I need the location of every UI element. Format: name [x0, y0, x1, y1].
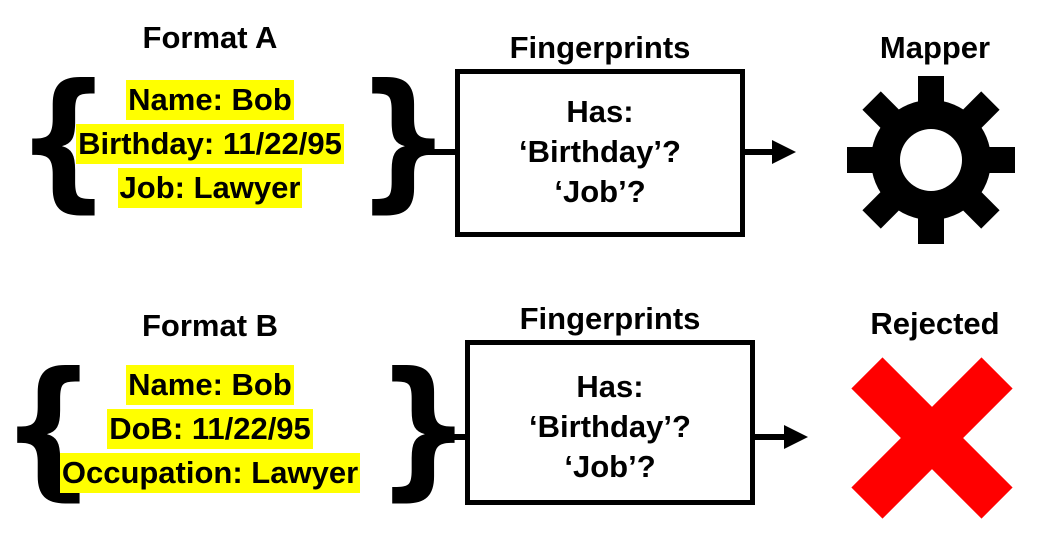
gear-icon	[847, 76, 1015, 244]
field-job: Job: Lawyer	[117, 168, 303, 208]
right-brace-a: }	[355, 53, 452, 227]
rejected-title: Rejected	[870, 306, 1000, 341]
fingerprints-title-a: Fingerprints	[509, 30, 691, 65]
format-b-fields: Name: Bob DoB: 11/22/95 Occupation: Lawy…	[35, 365, 385, 497]
check-job: ‘Job’?	[564, 449, 656, 484]
field-birthday: Birthday: 11/22/95	[76, 124, 344, 164]
check-has: Has:	[576, 369, 644, 404]
field-name: Name: Bob	[126, 365, 294, 405]
check-birthday: ‘Birthday’?	[529, 409, 691, 444]
check-job: ‘Job’?	[554, 174, 646, 209]
fingerprint-box-b: Has: ‘Birthday’? ‘Job’?	[465, 340, 755, 505]
check-has: Has:	[566, 94, 634, 129]
format-a-fields: Name: Bob Birthday: 11/22/95 Job: Lawyer	[50, 80, 370, 212]
arrow-head-b	[784, 425, 808, 449]
right-brace-b: }	[375, 341, 472, 515]
format-a-title: Format A	[142, 20, 278, 55]
field-occupation: Occupation: Lawyer	[59, 453, 361, 493]
red-x-icon	[851, 357, 1013, 519]
field-dob: DoB: 11/22/95	[107, 409, 313, 449]
field-name: Name: Bob	[126, 80, 294, 120]
check-birthday: ‘Birthday’?	[519, 134, 681, 169]
fingerprints-title-b: Fingerprints	[519, 301, 701, 336]
format-b-title: Format B	[141, 308, 279, 343]
mapper-title: Mapper	[879, 30, 991, 65]
fingerprint-box-a: Has: ‘Birthday’? ‘Job’?	[455, 69, 745, 237]
arrow-head-a	[772, 140, 796, 164]
